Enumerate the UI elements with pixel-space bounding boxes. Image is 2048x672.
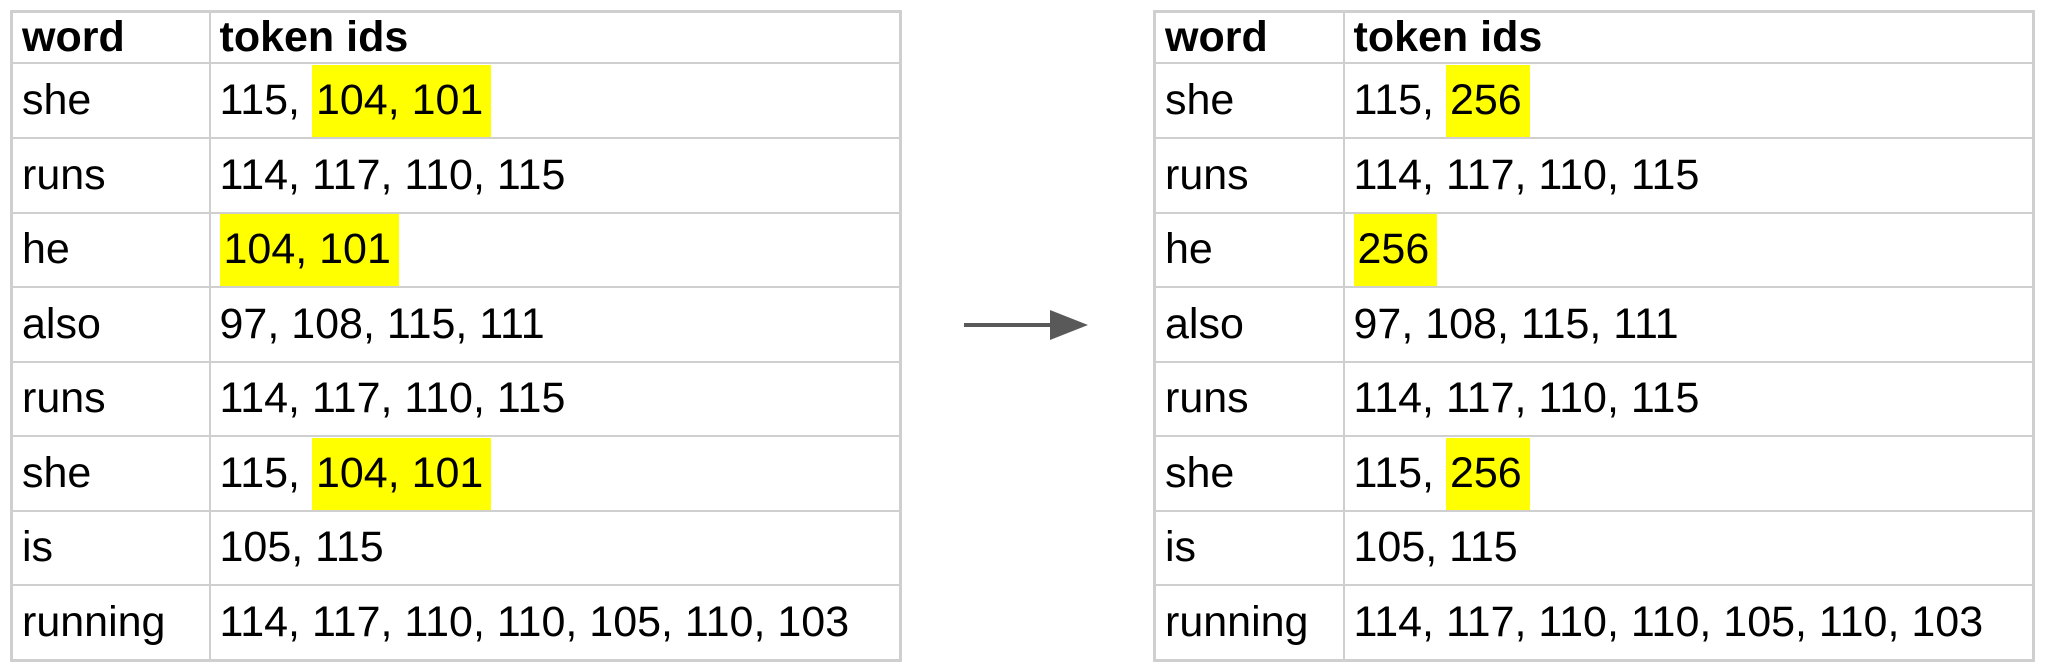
- word-cell: running: [1153, 584, 1345, 662]
- token-ids-cell: 115, 104, 101: [208, 62, 902, 139]
- word-cell: she: [1153, 435, 1345, 512]
- token-ids-cell: 115, 104, 101: [208, 435, 902, 512]
- merged-token-highlight: 256: [1445, 438, 1530, 509]
- word-cell: she: [1153, 62, 1345, 139]
- merged-token-highlight: 256: [1445, 65, 1530, 136]
- merged-token-highlight: 104, 101: [219, 214, 399, 286]
- word-cell: running: [10, 584, 211, 662]
- column-header-word: word: [1153, 10, 1345, 65]
- word-cell: runs: [1153, 136, 1345, 214]
- word-cell: runs: [10, 136, 211, 214]
- token-ids-cell: 114, 117, 110, 110, 105, 110, 103: [1342, 584, 2035, 662]
- word-cell: she: [10, 62, 211, 139]
- merge-transform-arrow-icon: [964, 310, 1088, 340]
- column-header-word: word: [10, 10, 211, 65]
- token-ids-cell: 115, 256: [1342, 62, 2035, 139]
- word-cell: he: [1153, 211, 1345, 289]
- word-cell: also: [1153, 286, 1345, 363]
- token-ids-cell: 115, 256: [1342, 435, 2035, 512]
- word-cell: also: [10, 286, 211, 363]
- word-cell: runs: [10, 360, 211, 438]
- token-ids-cell: 114, 117, 110, 115: [1342, 360, 2035, 438]
- token-ids-cell: 104, 101: [208, 211, 902, 289]
- word-cell: is: [1153, 509, 1345, 587]
- column-header-token-ids: token ids: [1342, 10, 2035, 65]
- word-cell: runs: [1153, 360, 1345, 438]
- token-ids-cell: 97, 108, 115, 111: [208, 286, 902, 363]
- token-ids-cell: 114, 117, 110, 115: [208, 360, 902, 438]
- token-ids-cell: 256: [1342, 211, 2035, 289]
- word-cell: she: [10, 435, 211, 512]
- token-ids-cell: 114, 117, 110, 115: [208, 136, 902, 214]
- merged-token-highlight: 104, 101: [311, 438, 492, 509]
- token-ids-cell: 114, 117, 110, 115: [1342, 136, 2035, 214]
- header-row: word token ids: [1153, 10, 2035, 65]
- header-row: word token ids: [10, 10, 902, 65]
- token-ids-cell: 105, 115: [1342, 509, 2035, 587]
- word-cell: he: [10, 211, 211, 289]
- token-ids-cell: 114, 117, 110, 110, 105, 110, 103: [208, 584, 902, 662]
- token-ids-cell: 97, 108, 115, 111: [1342, 286, 2035, 363]
- merged-token-highlight: 256: [1353, 214, 1438, 286]
- token-ids-cell: 105, 115: [208, 509, 902, 587]
- column-header-token-ids: token ids: [208, 10, 902, 65]
- merged-token-highlight: 104, 101: [311, 65, 492, 136]
- word-cell: is: [10, 509, 211, 587]
